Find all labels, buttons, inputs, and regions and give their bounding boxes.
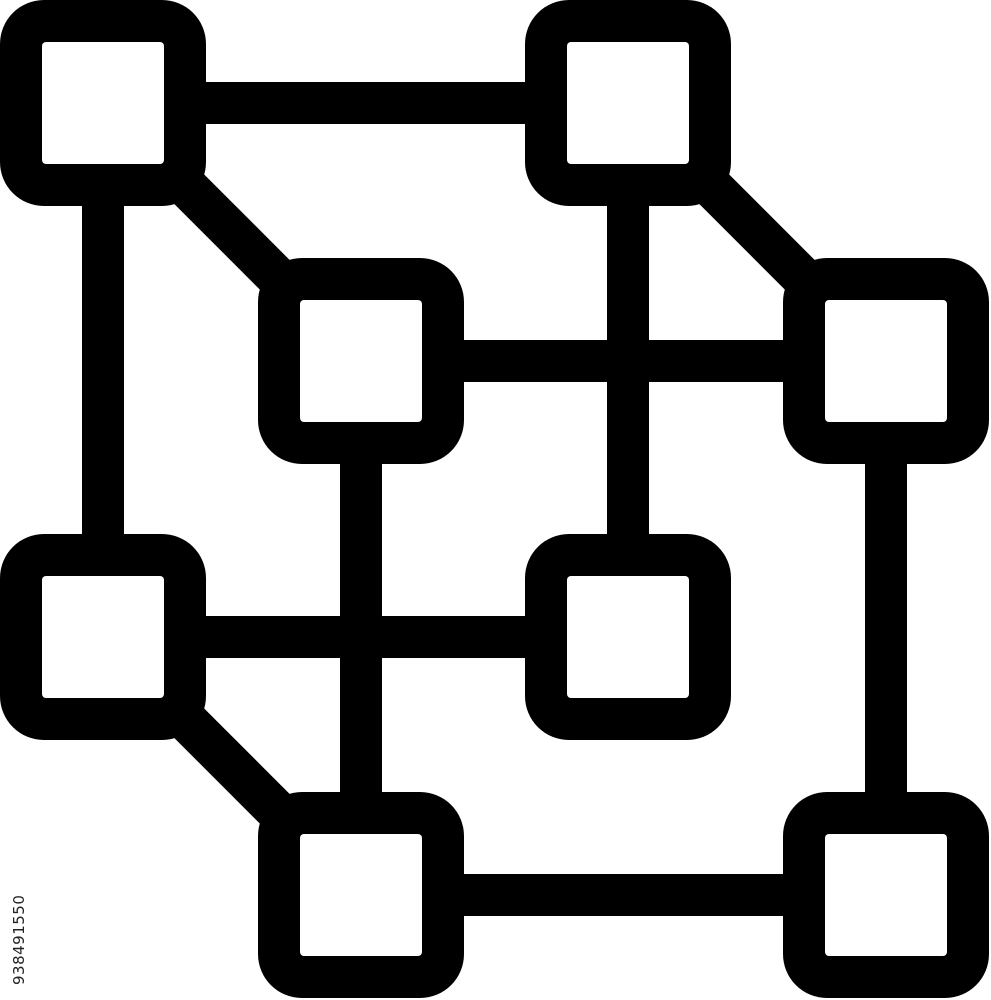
node-top-left-inner: [42, 42, 164, 164]
stock-id-watermark: 938491550: [10, 894, 28, 985]
node-lower-left: [0, 534, 206, 740]
node-center-left-inner: [300, 300, 422, 422]
node-bottom-left-inner: [300, 834, 422, 956]
node-top-middle: [525, 0, 731, 206]
node-bottom-right: [783, 792, 989, 998]
node-center-right-inner: [825, 300, 947, 422]
node-lower-middle-inner: [567, 576, 689, 698]
node-top-left: [0, 0, 206, 206]
node-lower-left-inner: [42, 576, 164, 698]
connector-lines: [82, 82, 907, 916]
node-top-middle-inner: [567, 42, 689, 164]
node-lower-middle: [525, 534, 731, 740]
node-bottom-left: [258, 792, 464, 998]
node-center-left: [258, 258, 464, 464]
node-bottom-right-inner: [825, 834, 947, 956]
node-center-right: [783, 258, 989, 464]
